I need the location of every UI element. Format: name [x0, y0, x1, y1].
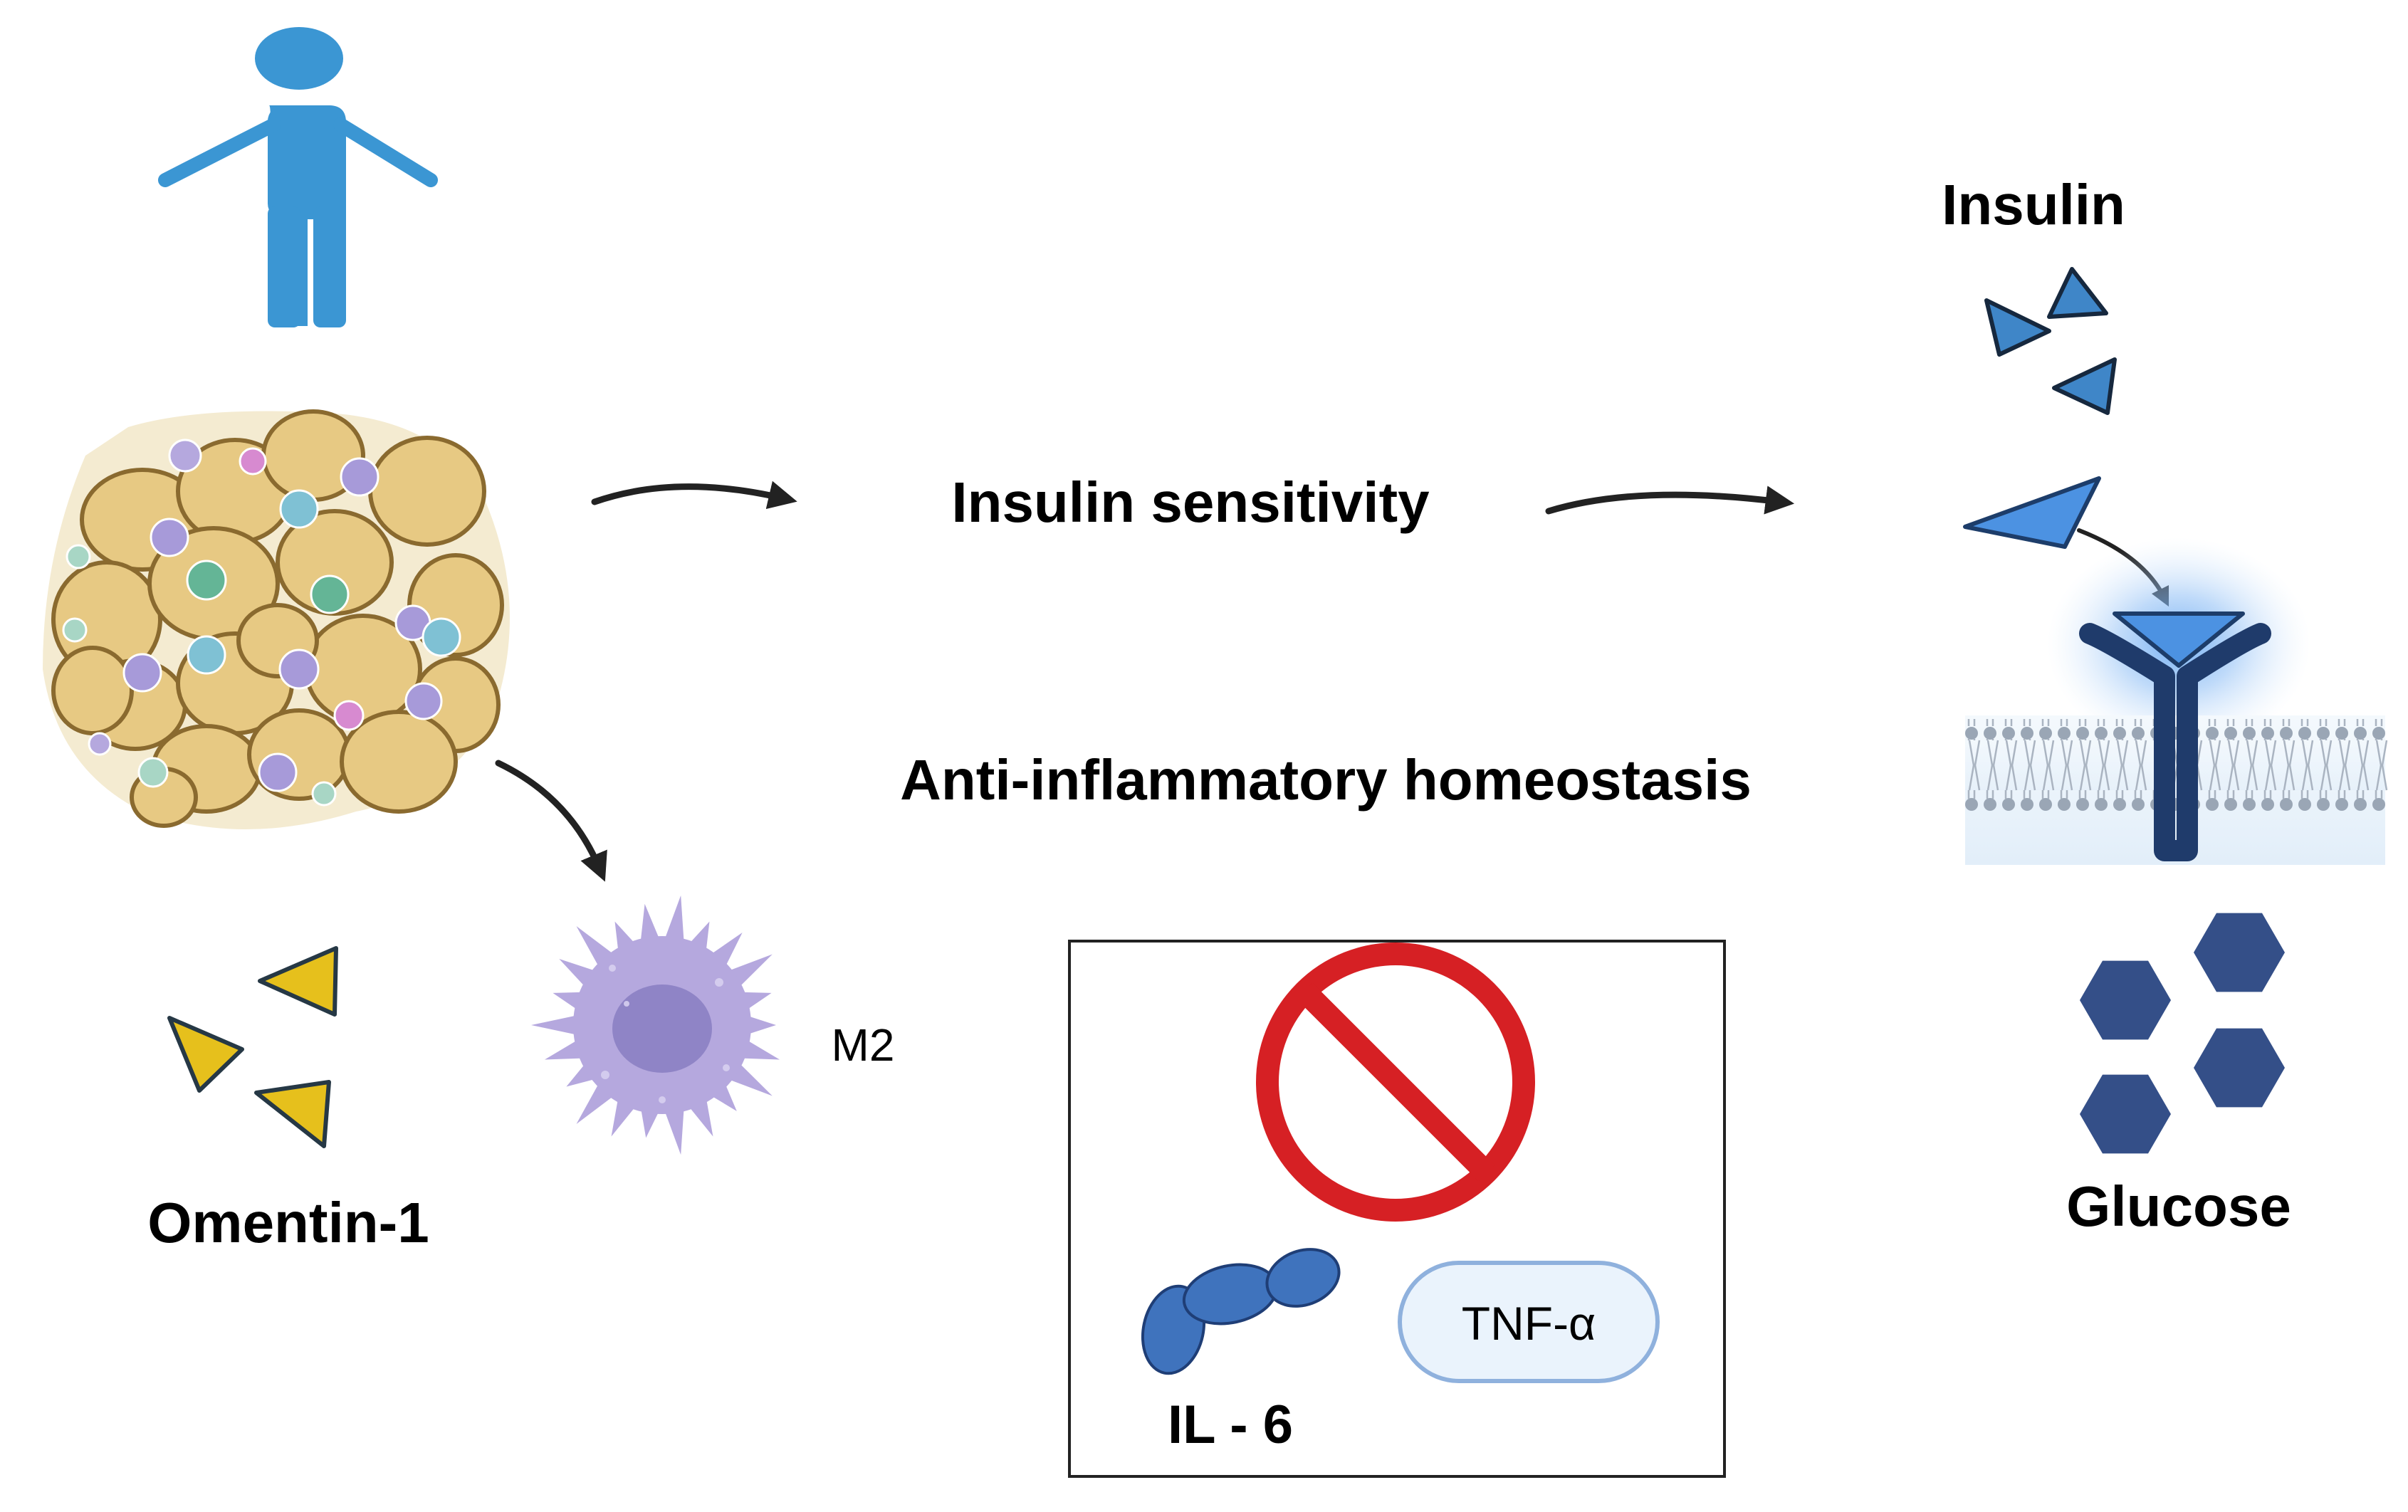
inhibition-box: [1068, 940, 1726, 1478]
arrow-to-insulin: [1545, 485, 1795, 515]
omentin-icon: [167, 946, 338, 1148]
immune-cell-icon: [239, 447, 267, 476]
lipid-tail: [2264, 740, 2277, 791]
immune-cell-icon: [66, 544, 91, 569]
macrophage-spike: [531, 1014, 581, 1036]
lipid-tail: [1968, 740, 1981, 791]
arrow-to-sensitivity: [591, 481, 797, 510]
lipid-tail: [2098, 740, 2110, 791]
lipid-tail: [2209, 740, 2221, 791]
glucose-icon: [2080, 913, 2285, 1154]
tnf-badge: [1398, 1261, 1660, 1383]
immune-cell-icon: [168, 439, 202, 473]
prohibited-icon: [1256, 943, 1535, 1222]
arrow-to-macrophage: [495, 760, 607, 882]
lipid-tail: [2135, 740, 2147, 791]
lipid-tail: [2338, 740, 2351, 791]
glucose-hexagon: [2194, 1028, 2285, 1108]
lipid-tail: [2246, 740, 2258, 791]
m2-label: M2: [832, 1019, 895, 1071]
immune-cell-icon: [278, 649, 320, 690]
immune-cell-icon: [137, 757, 169, 788]
il6-label: IL - 6: [1168, 1395, 1293, 1455]
lipid-tail: [2005, 740, 2018, 791]
immune-cell-icon: [422, 617, 461, 657]
adipocyte-icon: [51, 646, 134, 735]
glucose-label: Glucose: [2066, 1175, 2291, 1238]
macrophage-spike: [743, 1014, 776, 1036]
person-icon: [158, 27, 438, 327]
insulin-icon: [1963, 267, 2117, 549]
omentin-label: Omentin-1: [147, 1191, 429, 1254]
glucose-hexagon: [2194, 913, 2285, 992]
lipid-tail: [2024, 740, 2036, 791]
lipid-tail: [2042, 740, 2055, 791]
immune-cell-icon: [150, 518, 189, 557]
immune-cell-icon: [310, 574, 350, 614]
immune-cell-icon: [62, 617, 88, 643]
macrophage-icon: [531, 895, 780, 1155]
immune-cell-icon: [404, 682, 443, 720]
adipocyte-icon: [368, 436, 486, 547]
macrophage-spike: [663, 1103, 684, 1155]
adipose-tissue-icon: [43, 409, 510, 829]
macrophage-spike: [640, 903, 661, 947]
immune-cell-icon: [122, 653, 162, 693]
lipid-tail: [1986, 740, 1999, 791]
adipocyte-icon: [276, 509, 394, 616]
immune-cell-icon: [333, 700, 365, 731]
macrophage-spike: [663, 895, 684, 947]
lipid-tail: [2116, 740, 2129, 791]
lipid-tail: [2375, 740, 2388, 791]
insulin-label: Insulin: [1942, 173, 2125, 236]
glucose-hexagon: [2080, 960, 2171, 1040]
insulin-receptor-icon: [1965, 537, 2388, 865]
anti-inflammatory-label: Anti-inflammatory homeostasis: [900, 748, 1752, 812]
immune-cell-icon: [88, 732, 112, 756]
immune-cell-icon: [340, 457, 379, 497]
immune-cell-icon: [279, 489, 319, 529]
lipid-tail: [2283, 740, 2296, 791]
il6-icon: [1141, 1248, 1341, 1375]
insulin-sensitivity-label: Insulin sensitivity: [951, 471, 1430, 534]
lipid-tail: [2301, 740, 2314, 791]
lipid-tail: [2079, 740, 2092, 791]
lipid-tail: [2227, 740, 2240, 791]
immune-cell-icon: [311, 781, 337, 807]
immune-cell-icon: [258, 752, 298, 792]
lipid-tail: [2357, 740, 2370, 791]
lipid-tail: [2061, 740, 2073, 791]
tnf-label: TNF-α: [1462, 1297, 1596, 1350]
immune-cell-icon: [186, 560, 227, 601]
glucose-hexagon: [2080, 1074, 2171, 1154]
immune-cell-icon: [187, 635, 226, 675]
adipocyte-icon: [340, 710, 458, 814]
lipid-tail: [2320, 740, 2333, 791]
